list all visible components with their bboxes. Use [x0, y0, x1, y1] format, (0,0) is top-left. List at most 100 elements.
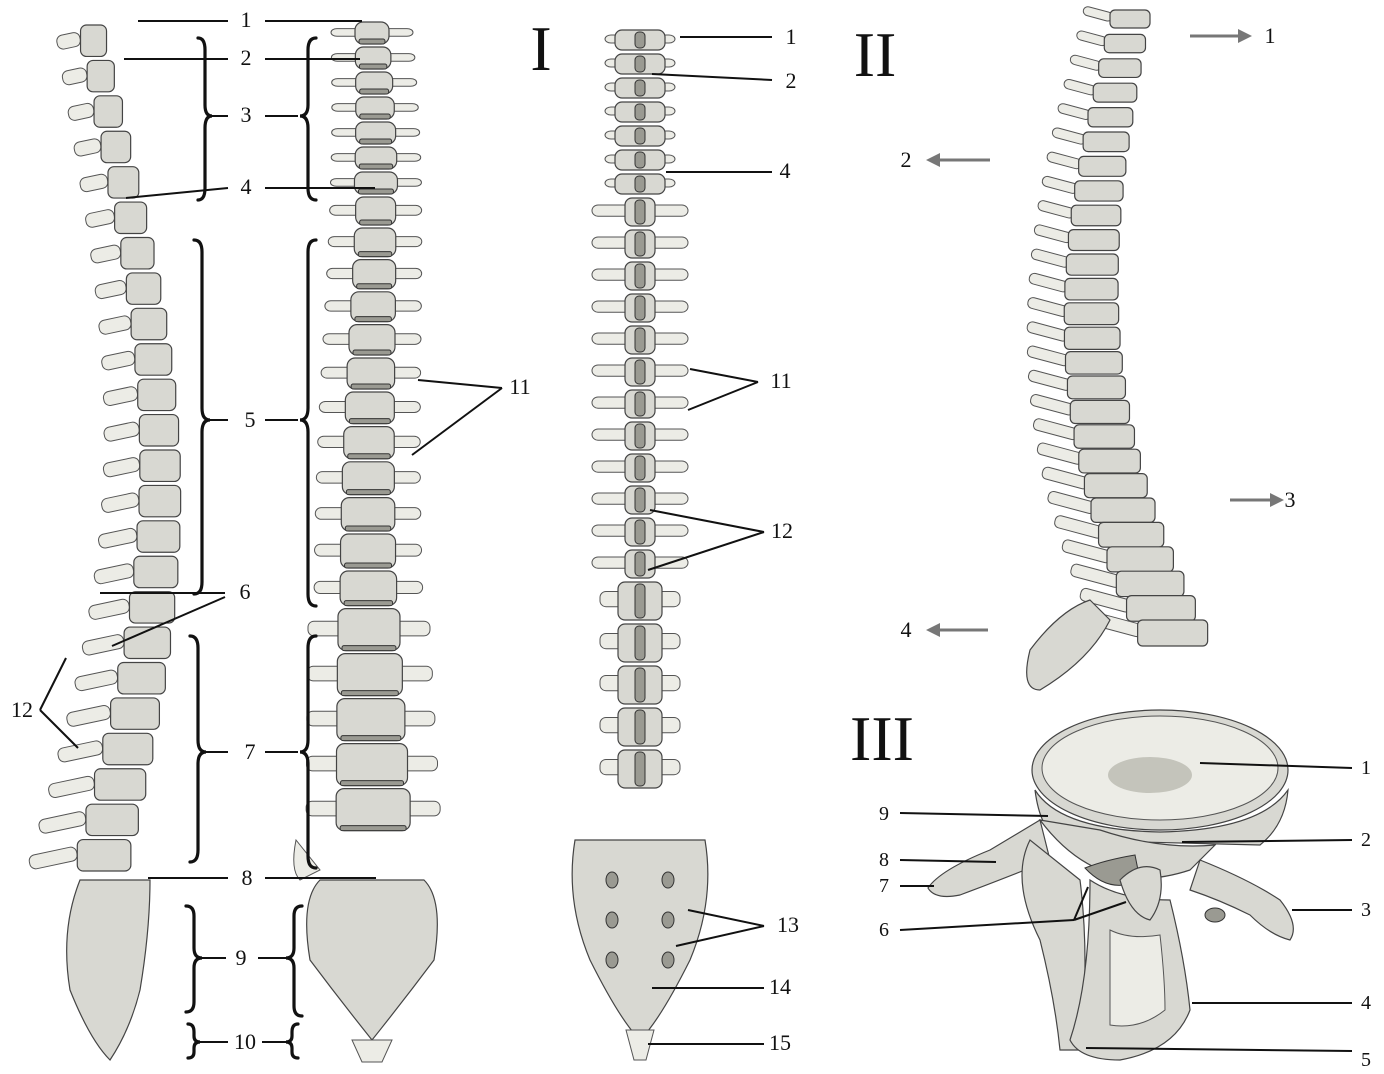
spinous-process: [101, 350, 136, 371]
label-vertebra-7: 7: [879, 875, 889, 897]
spinous-process: [635, 668, 645, 702]
label-curve-4: 4: [901, 617, 912, 642]
spinous-process: [1082, 6, 1113, 22]
sacral-foramen: [662, 952, 674, 968]
label-posterior-2: 2: [786, 68, 797, 93]
vertebral-body: [338, 609, 400, 651]
vertebral-body: [115, 202, 147, 233]
spinous-process: [74, 669, 119, 692]
vertebral-body: [1065, 278, 1118, 300]
sacrum: [572, 840, 708, 1040]
intervertebral-disc: [355, 317, 392, 322]
vertebral-body: [95, 769, 146, 800]
spinous-process: [81, 634, 125, 657]
spinous-process: [47, 775, 95, 798]
vertebral-body: [1138, 620, 1208, 646]
label-posterior-12: 12: [771, 518, 793, 543]
sacral-foramen: [662, 872, 674, 888]
spinous-process: [635, 392, 645, 416]
vertebral-body: [121, 238, 154, 269]
label-left-11: 11: [509, 374, 530, 399]
spinous-process: [635, 264, 645, 288]
intervertebral-disc: [341, 691, 398, 696]
intervertebral-disc: [344, 601, 393, 606]
spinous-process: [1069, 54, 1102, 71]
intervertebral-disc: [346, 490, 390, 495]
spinous-process: [635, 32, 645, 48]
label-left-6: 6: [240, 579, 251, 604]
intervertebral-disc: [353, 350, 391, 355]
vertebral-body: [124, 627, 170, 658]
vertebral-body: [336, 789, 410, 831]
spinous-process: [635, 104, 645, 120]
spinous-process: [79, 173, 109, 193]
spinous-process: [635, 128, 645, 144]
label-posterior-13: 13: [777, 912, 799, 937]
label-curve-1: 1: [1265, 23, 1276, 48]
vertebral-body: [140, 450, 180, 481]
spinous-process: [635, 296, 645, 320]
label-vertebra-4: 4: [1361, 992, 1371, 1014]
spinous-process: [88, 598, 131, 620]
label-vertebra-2: 2: [1361, 829, 1371, 851]
spinous-process: [635, 552, 645, 576]
spinous-process: [635, 488, 645, 512]
sacrum: [67, 880, 150, 1060]
label-vertebra-3: 3: [1361, 899, 1371, 921]
vertebral-body: [1064, 303, 1118, 325]
spinous-process: [1051, 127, 1087, 145]
intervertebral-disc: [341, 736, 401, 741]
spinous-process: [1033, 224, 1073, 244]
vertebral-body: [86, 804, 138, 835]
vertebral-body: [1071, 205, 1121, 226]
intervertebral-disc: [359, 164, 393, 169]
sacrum: [307, 880, 438, 1040]
intervertebral-disc: [360, 220, 392, 225]
spinous-process: [635, 752, 645, 786]
spinous-process: [635, 456, 645, 480]
spinous-process: [103, 421, 140, 442]
vertebral-body: [1079, 449, 1141, 473]
label-left-10: 10: [234, 1029, 256, 1054]
spinous-process: [57, 740, 104, 763]
intervertebral-disc: [358, 189, 393, 194]
spinous-process: [1076, 30, 1108, 47]
spinous-process: [635, 200, 645, 224]
spinous-process: [56, 31, 82, 50]
vertebral-body: [1116, 571, 1184, 596]
intervertebral-disc: [349, 419, 390, 424]
vertebral-body: [1066, 254, 1118, 275]
label-vertebra-6: 6: [879, 919, 889, 941]
spinous-process: [635, 626, 645, 660]
sacrum: [1027, 600, 1110, 690]
panel-title-III: III: [850, 703, 914, 774]
spinous-process: [102, 456, 141, 477]
spinal-curves-illustration: [1026, 6, 1208, 690]
spinous-process: [1026, 345, 1070, 367]
vertebral-body: [1075, 181, 1123, 201]
vertebral-body: [118, 663, 166, 694]
spinous-process: [635, 584, 645, 618]
vertebral-body: [1099, 59, 1141, 78]
intervertebral-disc: [360, 114, 391, 119]
spinous-process: [38, 811, 87, 835]
spinous-process: [67, 102, 95, 121]
vertebral-body: [337, 744, 408, 786]
label-posterior-4: 4: [780, 158, 791, 183]
intervertebral-disc: [345, 563, 392, 568]
spinous-process: [635, 56, 645, 72]
label-left-12: 12: [11, 697, 33, 722]
spinous-process: [1028, 272, 1069, 293]
spinous-process: [1057, 103, 1092, 121]
label-vertebra-8: 8: [879, 849, 889, 871]
vertebral-body: [1099, 522, 1164, 547]
vertebral-body: [126, 273, 160, 304]
label-posterior-11: 11: [770, 368, 791, 393]
vertebral-body: [137, 521, 180, 552]
vertebral-body: [1070, 400, 1129, 423]
label-curve-2: 2: [901, 147, 912, 172]
spinous-process: [635, 710, 645, 744]
spinous-process: [28, 846, 78, 870]
vertebral-body: [1067, 376, 1125, 399]
